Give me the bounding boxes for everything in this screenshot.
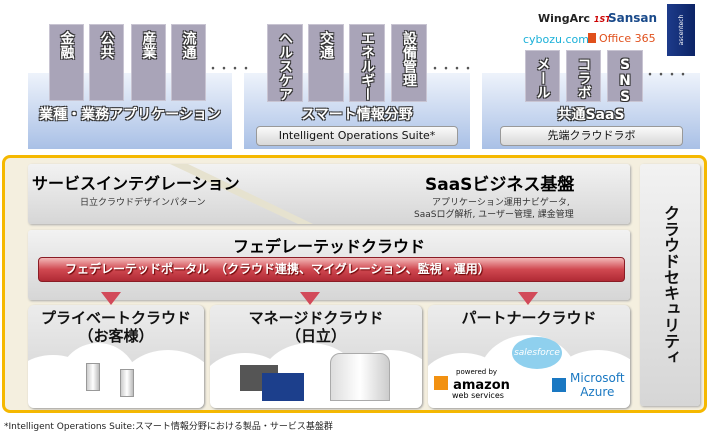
diagonal-divider	[170, 164, 313, 224]
salesforce-logo: salesforce	[512, 337, 562, 369]
cloud-security-box: クラウドセキュリティ	[640, 164, 700, 406]
partner-cloud-box: パートナークラウド salesforce powered by amazon w…	[428, 305, 630, 408]
server-rack-icon	[262, 373, 304, 401]
office-icon	[588, 33, 596, 43]
column-industry: 産業	[131, 24, 166, 101]
column-label: 公共	[98, 31, 115, 59]
saas-platform-line2: SaaSログ解析, ユーザー管理, 課金管理	[414, 210, 574, 220]
federated-portal-bar: フェデレーテッドポータル （クラウド連携、マイグレーション、監視・運用）	[38, 257, 625, 282]
office365-logo: Office 365	[588, 32, 656, 45]
azure-logo: Microsoft Azure	[552, 371, 625, 399]
partner-cloud-title: パートナークラウド	[461, 309, 597, 327]
column-facility: 設備管理	[391, 24, 427, 102]
azure-logo-azure: Azure	[580, 385, 615, 399]
private-cloud-sub: （お客様）	[78, 327, 154, 345]
column-transport: 交通	[308, 24, 344, 102]
arrow-down-icon	[300, 292, 320, 305]
column-finance: 金融	[49, 24, 84, 101]
server-icon	[120, 369, 134, 397]
aws-logo: powered by amazon web services	[434, 369, 510, 400]
more-dots: ・・・・	[208, 64, 252, 75]
managed-cloud-title: マネージドクラウド	[248, 309, 384, 327]
column-mail: メール	[525, 50, 560, 102]
federated-cloud-title: フェデレーテッドクラウド	[232, 237, 425, 256]
windows-icon	[552, 378, 566, 392]
footnote: *Intelligent Operations Suite:スマート情報分野にお…	[4, 422, 333, 432]
sansan-logo: Sansan	[608, 11, 658, 25]
column-label: コラボ	[575, 57, 592, 99]
saas-platform-line1: アプリケーション運用ナビゲータ,	[432, 198, 570, 208]
column-label: エネルギー	[359, 31, 375, 101]
cybozu-logo: cybozu.com	[523, 33, 590, 46]
column-label: 産業	[140, 31, 157, 59]
column-label: SNS	[617, 57, 633, 105]
lab-pill: 先端クラウドラボ	[500, 126, 683, 146]
group-label: 業種・業務アプリケーション	[39, 107, 221, 123]
private-cloud-title: プライベートクラウド	[40, 309, 191, 327]
group-label: スマート情報分野	[301, 107, 413, 123]
column-healthcare: ヘルスケア	[267, 24, 303, 102]
column-collab: コラボ	[566, 50, 601, 102]
column-label: メール	[534, 57, 551, 99]
more-dots: ・・・・	[430, 64, 474, 75]
column-label: 交通	[318, 31, 334, 59]
cloud-security-label: クラウドセキュリティ	[661, 205, 680, 365]
arrow-down-icon	[101, 292, 121, 305]
column-energy: エネルギー	[349, 24, 385, 102]
more-dots: ・・・・	[645, 70, 689, 81]
service-integration-subtitle: 日立クラウドデザインパターン	[80, 198, 206, 208]
service-integration-title: サービスインテグレーション	[32, 174, 240, 193]
column-label: 流通	[180, 31, 197, 59]
column-distribution: 流通	[171, 24, 206, 101]
server-icon	[86, 363, 100, 391]
column-label: 金融	[58, 31, 75, 59]
saas-platform-title: SaaSビジネス基盤	[425, 175, 575, 195]
integration-saas-box	[28, 164, 630, 224]
column-label: 設備管理	[401, 31, 417, 87]
arrow-down-icon	[518, 292, 538, 305]
managed-cloud-box: マネージドクラウド （日立）	[210, 305, 422, 408]
ascentech-logo: ascentech	[667, 4, 695, 56]
datacenter-building-icon	[330, 353, 390, 401]
column-public: 公共	[89, 24, 124, 101]
column-label: ヘルスケア	[277, 31, 293, 101]
ios-pill: Intelligent Operations Suite*	[256, 126, 458, 146]
wingarc-logo: WingArc 1ST	[538, 12, 611, 25]
managed-cloud-sub: （日立）	[285, 327, 346, 345]
private-cloud-box: プライベートクラウド （お客様）	[28, 305, 204, 408]
group-label: 共通SaaS	[557, 107, 625, 123]
column-sns: SNS	[607, 50, 643, 105]
azure-logo-microsoft: Microsoft	[570, 371, 625, 385]
